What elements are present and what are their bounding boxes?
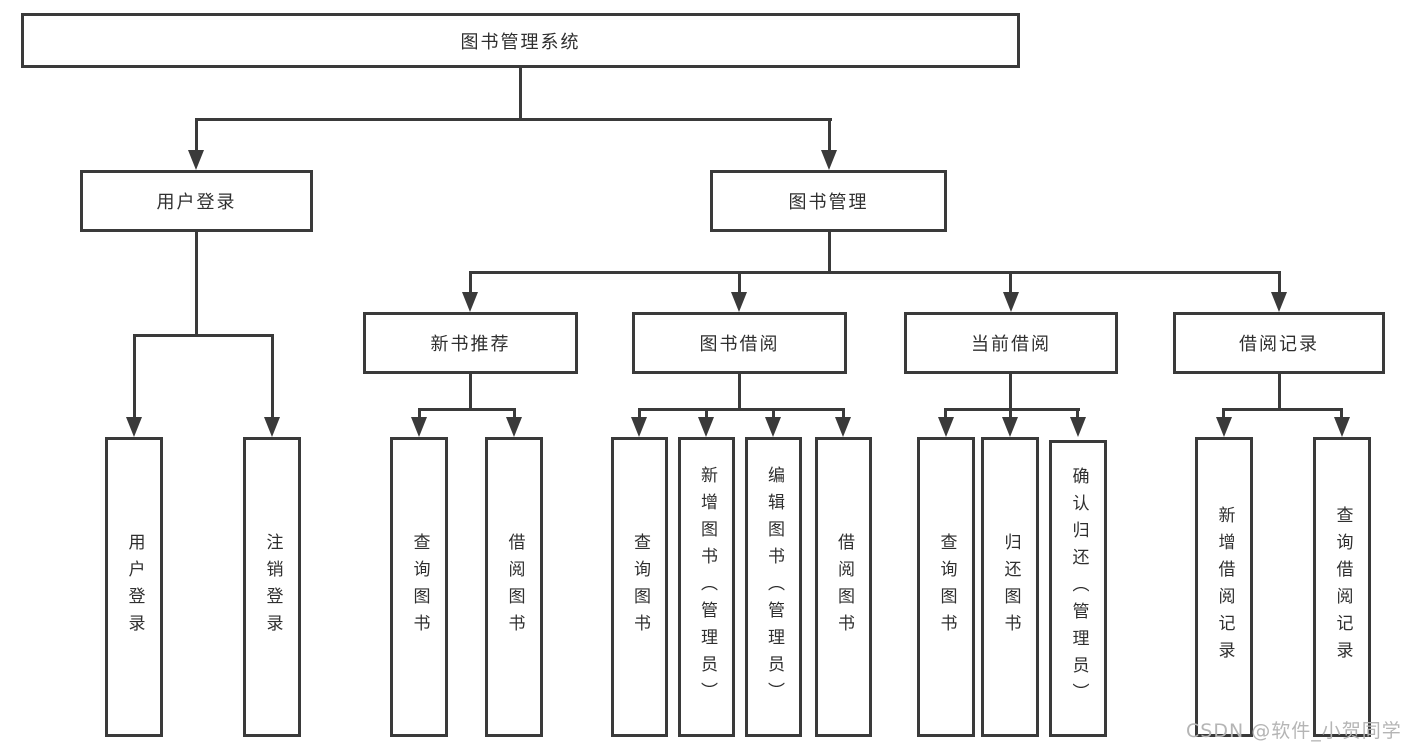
connector-hline — [1222, 408, 1343, 411]
leaf-borrow-books-recommend: 借阅图书 — [485, 437, 543, 737]
arrow-down-icon — [821, 150, 837, 170]
arrow-down-icon — [1070, 417, 1086, 437]
arrow-down-icon — [126, 417, 142, 437]
connector-vline — [1340, 408, 1343, 421]
connector-vline — [195, 118, 198, 154]
csdn-watermark: CSDN @软件_小贺同学 — [1186, 720, 1402, 742]
connector-vline — [738, 271, 741, 297]
connector-vline — [1009, 408, 1012, 421]
leaf-logout: 注销登录 — [243, 437, 301, 737]
leaf-user-login: 用户登录 — [105, 437, 163, 737]
node-user-login: 用户登录 — [80, 170, 313, 232]
arrow-down-icon — [411, 417, 427, 437]
connector-hline — [638, 408, 845, 411]
connector-vline — [469, 371, 472, 411]
connector-vline — [842, 408, 845, 421]
node-book-management: 图书管理 — [710, 170, 947, 232]
arrow-down-icon — [938, 417, 954, 437]
connector-vline — [638, 408, 641, 421]
connector-vline — [418, 408, 421, 421]
leaf-query-books-borrowing: 查询图书 — [611, 437, 668, 737]
connector-vline — [1222, 408, 1225, 421]
connector-vline — [1278, 371, 1281, 411]
arrow-down-icon — [462, 292, 478, 312]
connector-vline — [828, 229, 831, 274]
leaf-edit-books-admin: 编辑图书（管理员） — [745, 437, 802, 737]
connector-vline — [271, 334, 274, 420]
node-root-library-system: 图书管理系统 — [21, 13, 1020, 68]
leaf-add-books-admin: 新增图书（管理员） — [678, 437, 735, 737]
connector-hline — [133, 334, 274, 337]
arrow-down-icon — [631, 417, 647, 437]
node-book-borrowing: 图书借阅 — [632, 312, 847, 374]
connector-vline — [519, 66, 522, 120]
connector-hline — [469, 271, 1281, 274]
arrow-down-icon — [1334, 417, 1350, 437]
arrow-down-icon — [264, 417, 280, 437]
arrow-down-icon — [1216, 417, 1232, 437]
leaf-add-borrow-record: 新增借阅记录 — [1195, 437, 1253, 737]
connector-vline — [1278, 271, 1281, 297]
connector-vline — [513, 408, 516, 421]
leaf-borrow-books-borrowing: 借阅图书 — [815, 437, 872, 737]
connector-hline — [418, 408, 516, 411]
connector-vline — [1009, 271, 1012, 297]
connector-vline — [738, 371, 741, 411]
connector-vline — [772, 408, 775, 421]
arrow-down-icon — [506, 417, 522, 437]
arrow-down-icon — [835, 417, 851, 437]
connector-vline — [1076, 408, 1079, 421]
arrow-down-icon — [731, 292, 747, 312]
connector-hline — [944, 408, 1080, 411]
node-borrow-records: 借阅记录 — [1173, 312, 1385, 374]
node-current-borrowing: 当前借阅 — [904, 312, 1118, 374]
leaf-return-books: 归还图书 — [981, 437, 1039, 737]
arrow-down-icon — [188, 150, 204, 170]
connector-vline — [133, 334, 136, 420]
node-new-book-recommend: 新书推荐 — [363, 312, 578, 374]
leaf-confirm-return-admin: 确认归还（管理员） — [1049, 440, 1107, 737]
connector-vline — [705, 408, 708, 421]
connector-hline — [195, 118, 832, 121]
arrow-down-icon — [765, 417, 781, 437]
arrow-down-icon — [698, 417, 714, 437]
arrow-down-icon — [1002, 417, 1018, 437]
arrow-down-icon — [1003, 292, 1019, 312]
connector-vline — [828, 118, 831, 154]
connector-vline — [469, 271, 472, 297]
leaf-query-books-current: 查询图书 — [917, 437, 975, 737]
leaf-query-books-recommend: 查询图书 — [390, 437, 448, 737]
connector-vline — [944, 408, 947, 421]
connector-vline — [1009, 371, 1012, 411]
connector-vline — [195, 229, 198, 337]
leaf-query-borrow-record: 查询借阅记录 — [1313, 437, 1371, 737]
arrow-down-icon — [1271, 292, 1287, 312]
